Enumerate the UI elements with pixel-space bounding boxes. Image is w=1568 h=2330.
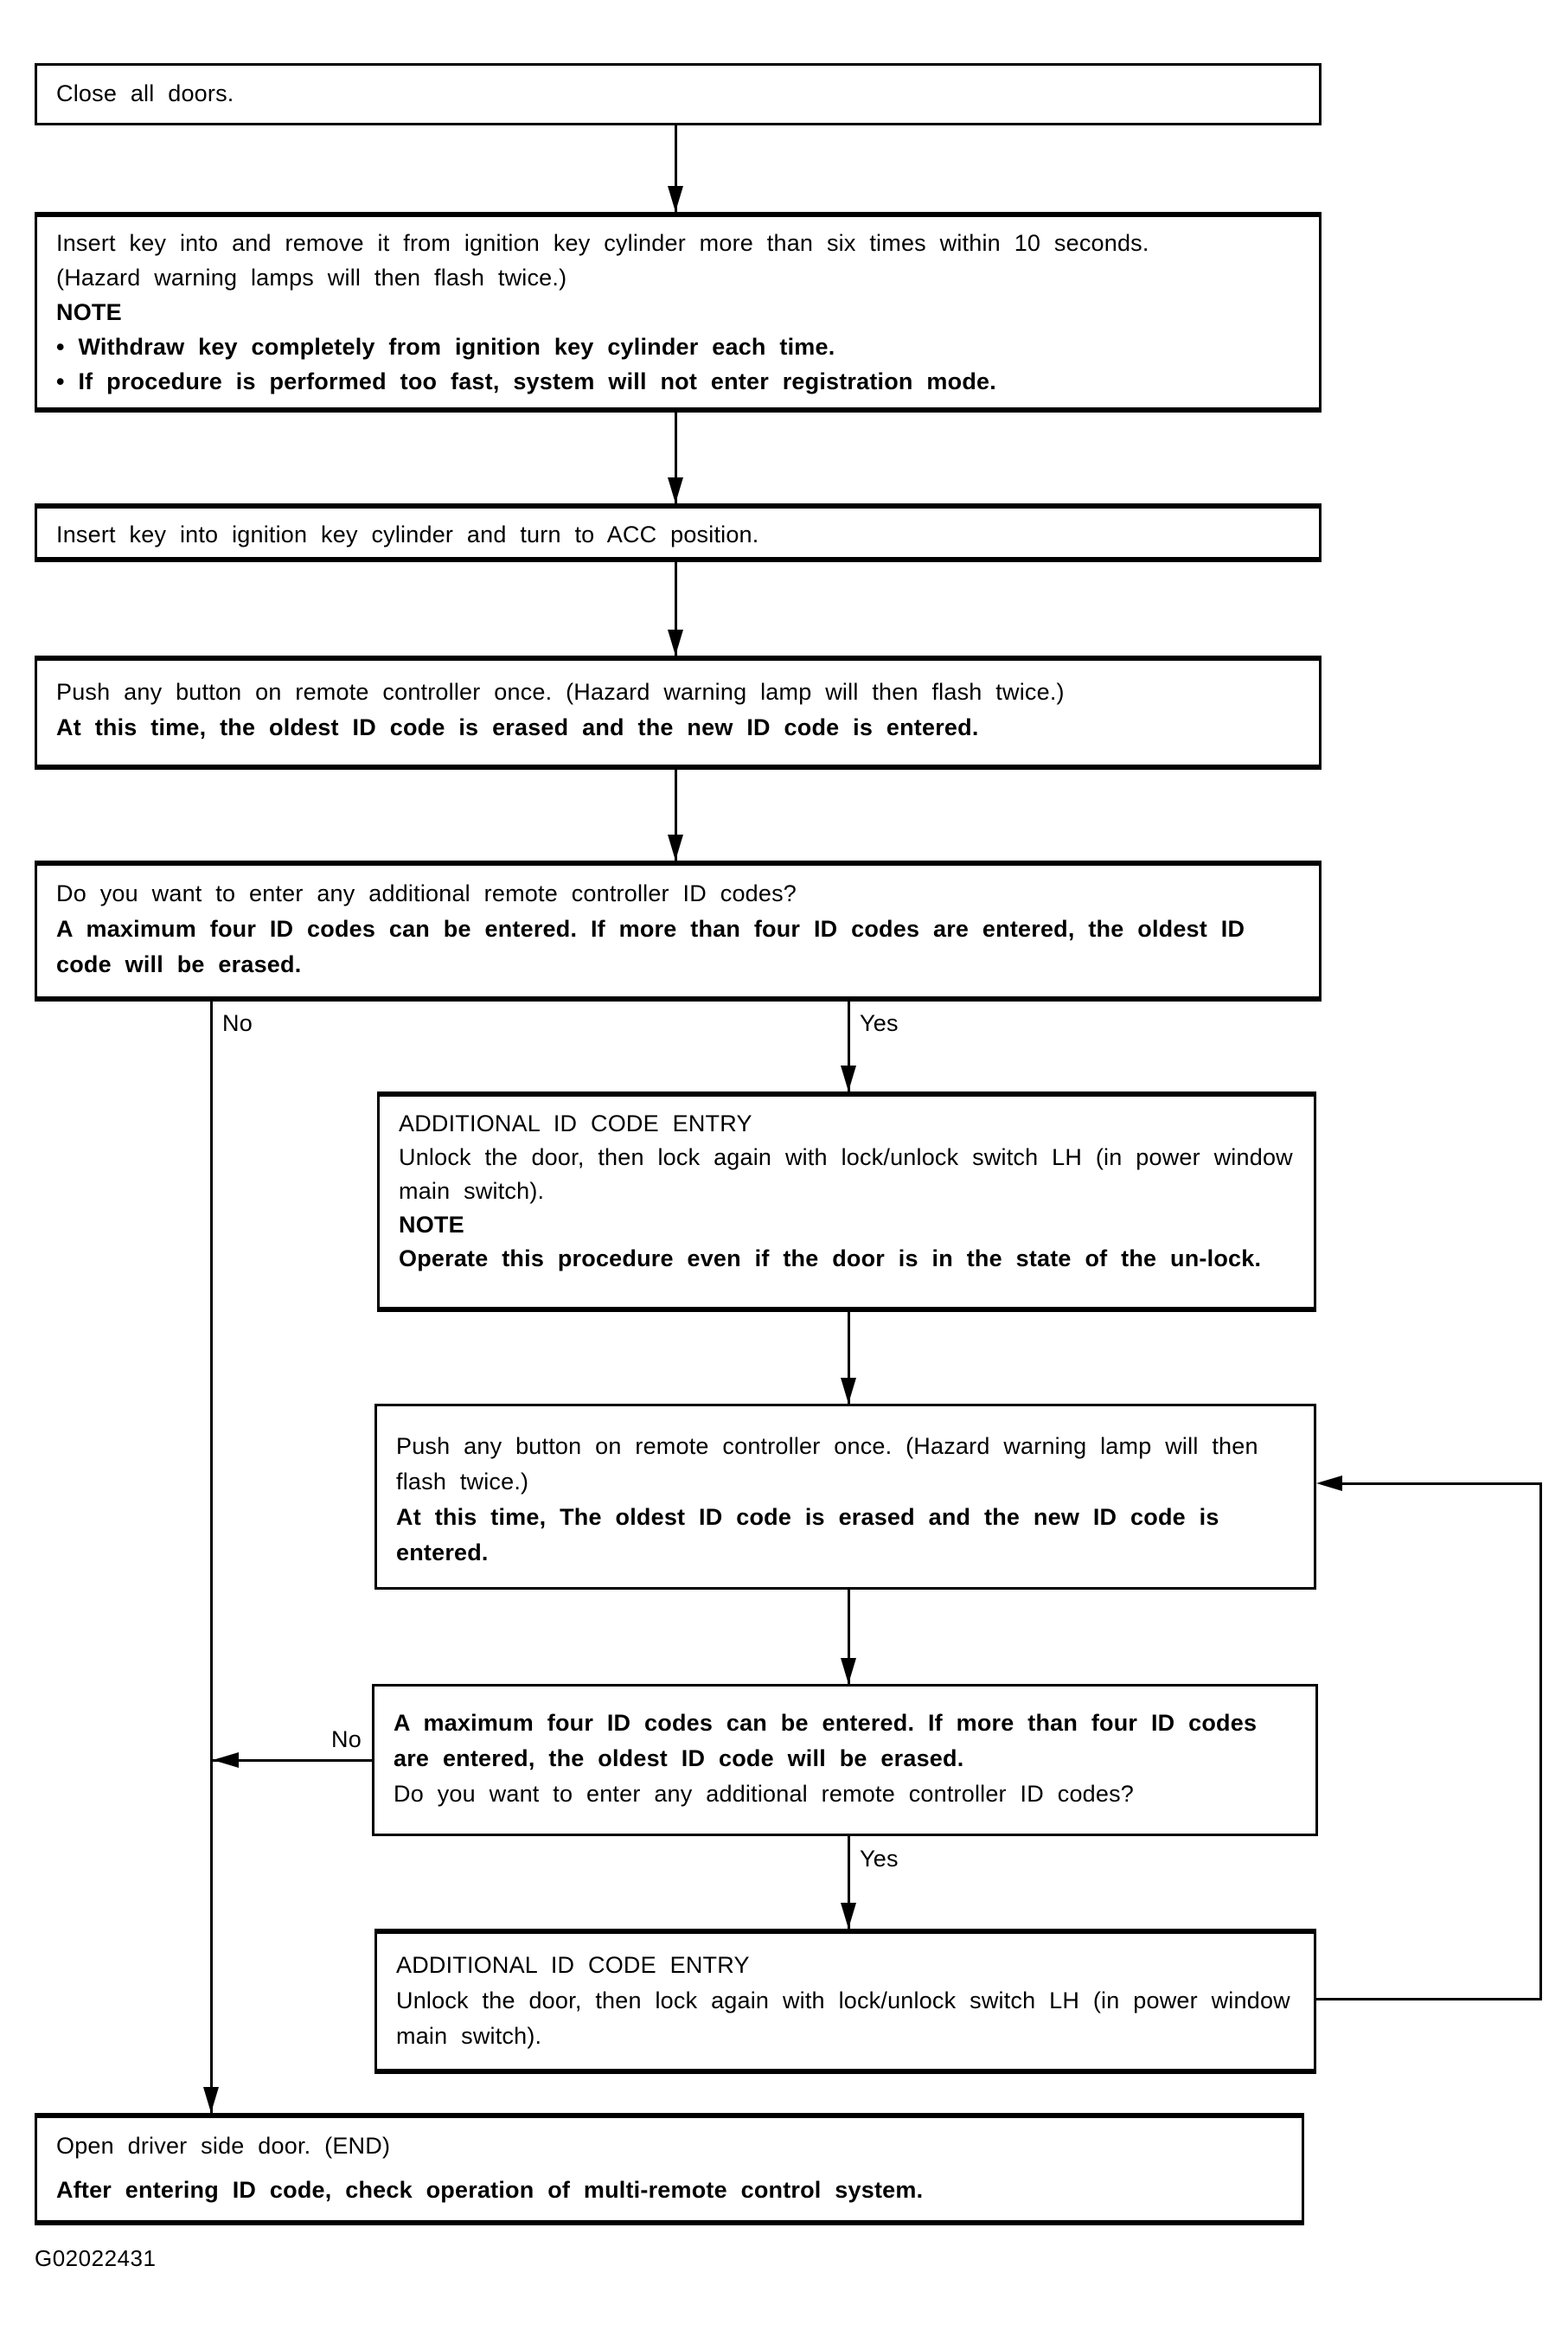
connector-no-line [210,1001,213,2113]
arrowhead-left-icon [1316,1475,1342,1491]
connector-no-line [213,1759,372,1762]
branch-label-yes: Yes [860,1010,899,1036]
connector-line [675,770,677,861]
node-text-line: A maximum four ID codes can be entered. … [56,916,1245,977]
arrowhead-down-icon [841,1903,856,1929]
flow-node-additional-question-repeat: A maximum four ID codes can be entered. … [372,1684,1318,1836]
connector-loop-line [1342,1482,1541,1485]
connector-line [848,1001,850,1091]
arrowhead-down-icon [841,1066,856,1091]
branch-label-no: No [222,1010,253,1036]
connector-line [675,413,677,503]
connector-line [848,1836,850,1929]
node-text-line: Do you want to enter any additional remo… [394,1781,1135,1807]
node-text-line: (Hazard warning lamps will then flash tw… [56,265,567,291]
connector-line [848,1312,850,1404]
arrowhead-down-icon [841,1658,856,1684]
connector-line [675,125,677,212]
flow-node-additional-question-first: Do you want to enter any additional remo… [35,861,1322,1002]
connector-line [675,562,677,656]
node-text-line: Open driver side door. (END) [56,2133,391,2159]
flow-node-close-doors: Close all doors. [35,63,1322,125]
node-text-line: At this time, The oldest ID code is eras… [396,1504,1219,1565]
arrowhead-down-icon [668,477,683,503]
node-text-line: NOTE [56,299,122,325]
node-text-line: A maximum four ID codes can be entered. … [394,1710,1258,1771]
branch-label-yes: Yes [860,1846,899,1872]
flow-node-additional-entry-repeat: ADDITIONAL ID CODE ENTRY Unlock the door… [374,1929,1316,2074]
flow-node-insert-remove-key: Insert key into and remove it from ignit… [35,212,1322,413]
arrowhead-down-icon [203,2087,219,2113]
node-text-line: Push any button on remote controller onc… [56,679,1065,705]
node-text-line: NOTE [399,1212,464,1238]
flow-node-push-button-first: Push any button on remote controller onc… [35,656,1322,770]
flow-node-push-button-repeat: Push any button on remote controller onc… [374,1404,1316,1590]
node-text-line: Push any button on remote controller onc… [396,1433,1258,1495]
node-text-line: Insert key into and remove it from ignit… [56,230,1149,256]
figure-code: G02022431 [35,2245,157,2271]
node-text-line: Do you want to enter any additional remo… [56,880,797,906]
arrowhead-down-icon [668,186,683,212]
node-text-line: Operate this procedure even if the door … [399,1245,1262,1271]
node-text-line: ADDITIONAL ID CODE ENTRY [396,1952,750,1978]
branch-label-no: No [331,1726,362,1752]
node-text-line: • If procedure is performed too fast, sy… [56,368,996,394]
connector-loop-line [1315,1998,1542,2000]
connector-loop-line [1539,1482,1542,2000]
flow-node-turn-to-acc: Insert key into ignition key cylinder an… [35,503,1322,562]
connector-line [848,1590,850,1684]
node-text-line: Unlock the door, then lock again with lo… [396,1988,1290,2049]
flow-node-additional-entry-first: ADDITIONAL ID CODE ENTRY Unlock the door… [377,1091,1316,1312]
node-text-line: Close all doors. [56,80,234,106]
node-text-line: ADDITIONAL ID CODE ENTRY [399,1111,752,1136]
node-text-line: After entering ID code, check operation … [56,2177,924,2203]
arrowhead-down-icon [841,1378,856,1404]
flow-node-open-door-end: Open driver side door. (END) After enter… [35,2113,1304,2225]
arrowhead-down-icon [668,630,683,656]
node-text-line: At this time, the oldest ID code is eras… [56,714,979,740]
arrowhead-left-icon [213,1752,239,1768]
node-text-line: Insert key into ignition key cylinder an… [56,522,759,547]
node-text-line: Unlock the door, then lock again with lo… [399,1144,1293,1204]
node-text-line: • Withdraw key completely from ignition … [56,334,835,360]
arrowhead-down-icon [668,835,683,861]
